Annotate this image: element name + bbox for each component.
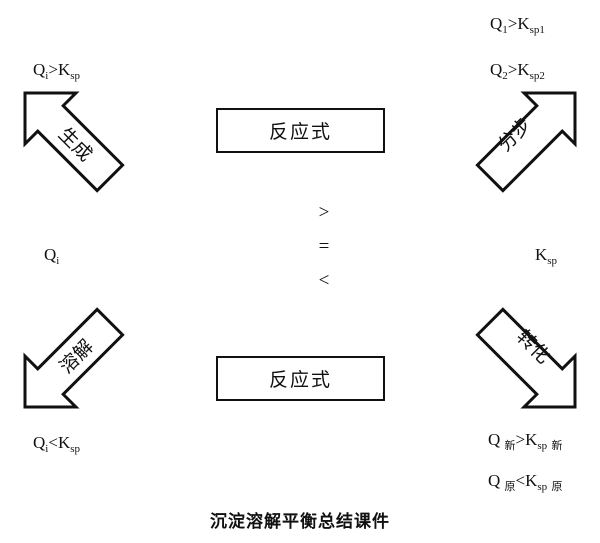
symbol-equal: = <box>318 236 330 257</box>
condition-convert-1: Q 新>Ksp 新 <box>488 430 563 452</box>
condition-dissolve: Qi<Ksp <box>33 433 80 455</box>
arrow-generate: 生成 <box>23 91 125 193</box>
condition-stepwise-2: Q2>Ksp2 <box>490 60 545 82</box>
condition-generate: Qi>Ksp <box>33 60 80 82</box>
label-ksp: Ksp <box>535 245 558 267</box>
arrow-stepwise: 分步 <box>475 91 577 193</box>
label-qi: Qi <box>44 245 60 267</box>
symbol-greater: > <box>318 202 330 223</box>
condition-stepwise-1: Q1>Ksp1 <box>490 14 545 36</box>
condition-convert-2: Q 原<Ksp 原 <box>488 471 563 493</box>
symbol-less: < <box>318 270 330 291</box>
reaction-box-top: 反应式 <box>216 108 385 153</box>
arrow-convert: 转化 <box>475 307 577 409</box>
page-title: 沉淀溶解平衡总结课件 <box>210 512 390 532</box>
reaction-box-bottom: 反应式 <box>216 356 385 401</box>
arrow-dissolve: 溶解 <box>23 307 125 409</box>
